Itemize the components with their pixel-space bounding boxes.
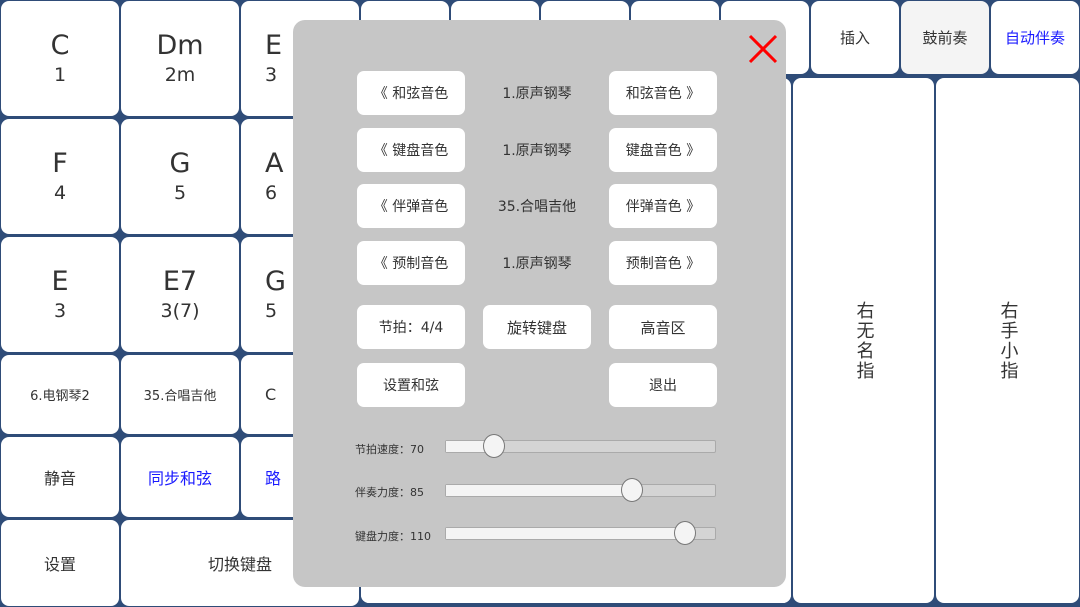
preset-voice-value: 1.原声钢琴	[502, 256, 572, 272]
chord-degree: 1	[53, 63, 67, 86]
chord-degree: 5	[265, 299, 278, 322]
right-ring-finger-key[interactable]: 右无名指	[793, 78, 934, 603]
prev-accomp-voice-button[interactable]: 《 伴弹音色	[357, 184, 465, 228]
label: 插入	[839, 29, 870, 47]
accomp-voice-value: 35.合唱吉他	[497, 199, 577, 215]
insert-button[interactable]: 插入	[811, 1, 899, 74]
chord-name: C	[50, 29, 70, 61]
chord-degree: 4	[53, 181, 67, 204]
label: 自动伴奏	[1004, 29, 1065, 47]
chord-degree: 3(7)	[160, 299, 200, 322]
sync-chord-button[interactable]: 同步和弦	[121, 437, 239, 517]
drum-intro-button[interactable]: 鼓前奏	[901, 1, 989, 74]
keyboard-velocity-slider[interactable]	[445, 521, 716, 545]
chord-name: F	[52, 147, 68, 179]
label: 35.合唱吉他	[143, 389, 217, 404]
auto-accompaniment-button[interactable]: 自动伴奏	[991, 1, 1079, 74]
chord-name: Dm	[156, 29, 204, 61]
label: 右无名指	[853, 300, 875, 381]
slider-thumb[interactable]	[674, 521, 697, 545]
chord-degree: 3	[53, 299, 67, 322]
chord-name: A	[265, 147, 284, 179]
keyboard-voice-value: 1.原声钢琴	[502, 143, 572, 159]
set-chord-button[interactable]: 设置和弦	[357, 363, 465, 407]
settings-dialog: 《 和弦音色 1.原声钢琴 和弦音色 》 《 键盘音色 1.原声钢琴 键盘音色 …	[293, 20, 786, 587]
next-preset-voice-button[interactable]: 预制音色 》	[609, 241, 717, 285]
chord-degree: 2m	[164, 63, 196, 86]
chord-name: E	[265, 29, 283, 61]
label: 静音	[43, 469, 76, 488]
high-register-button[interactable]: 高音区	[609, 305, 717, 349]
voice-button-2[interactable]: 35.合唱吉他	[121, 355, 239, 434]
label: 6.电钢琴2	[30, 389, 90, 404]
label: 右手小指	[997, 300, 1019, 381]
tempo-label: 节拍速度：70	[355, 443, 424, 456]
label: C	[265, 385, 277, 404]
chord-name: E	[51, 265, 69, 297]
label: 路	[265, 469, 282, 488]
label: 鼓前奏	[922, 29, 968, 47]
next-keyboard-voice-button[interactable]: 键盘音色 》	[609, 128, 717, 172]
chord-name: G	[265, 265, 286, 297]
mute-button[interactable]: 静音	[1, 437, 119, 517]
prev-keyboard-voice-button[interactable]: 《 键盘音色	[357, 128, 465, 172]
chord-degree: 6	[265, 181, 278, 204]
rotate-keyboard-button[interactable]: 旋转键盘	[483, 305, 591, 349]
label: 设置	[43, 555, 76, 574]
slider-thumb[interactable]	[620, 478, 643, 502]
settings-button[interactable]: 设置	[1, 520, 119, 606]
slider-thumb[interactable]	[483, 434, 506, 458]
voice-button-1[interactable]: 6.电钢琴2	[1, 355, 119, 434]
keyboard-velocity-label: 键盘力度：110	[355, 530, 431, 543]
prev-preset-voice-button[interactable]: 《 预制音色	[357, 241, 465, 285]
label: 切换键盘	[207, 555, 272, 574]
next-chord-voice-button[interactable]: 和弦音色 》	[609, 71, 717, 115]
accomp-velocity-slider[interactable]	[445, 478, 716, 502]
chord-name: G	[169, 147, 191, 179]
chord-name: E7	[162, 265, 198, 297]
right-pinky-key[interactable]: 右手小指	[936, 78, 1079, 603]
prev-chord-voice-button[interactable]: 《 和弦音色	[357, 71, 465, 115]
label: 同步和弦	[147, 469, 212, 488]
chord-degree: 3	[265, 63, 278, 86]
accomp-velocity-label: 伴奏力度：85	[355, 486, 424, 499]
exit-button[interactable]: 退出	[609, 363, 717, 407]
tempo-slider[interactable]	[445, 434, 716, 458]
beat-button[interactable]: 节拍：4/4	[357, 305, 465, 349]
close-icon[interactable]	[746, 32, 780, 66]
chord-degree: 5	[173, 181, 187, 204]
next-accomp-voice-button[interactable]: 伴弹音色 》	[609, 184, 717, 228]
chord-voice-value: 1.原声钢琴	[502, 86, 572, 102]
